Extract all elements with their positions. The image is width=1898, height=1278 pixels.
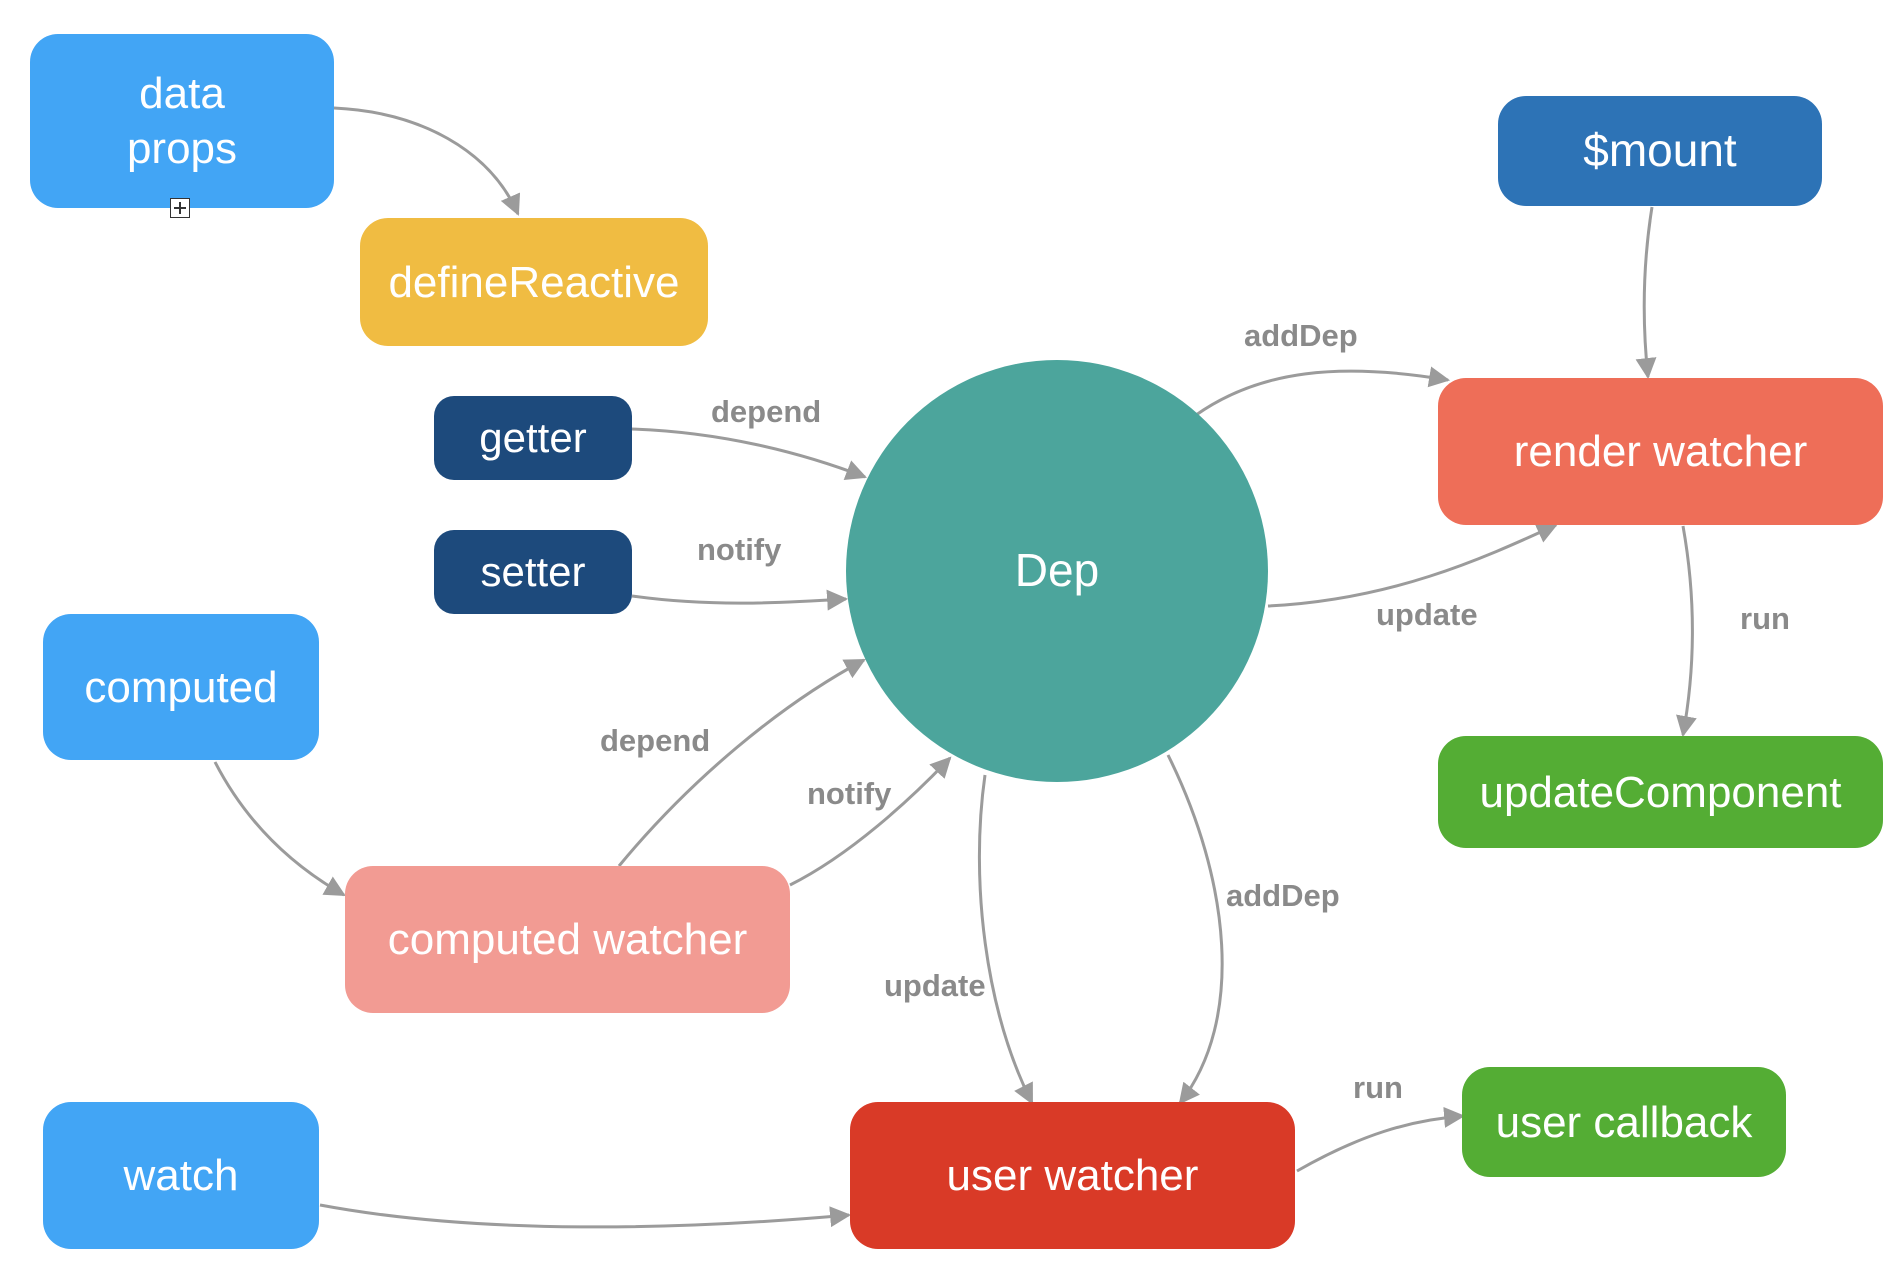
watch-node[interactable]: watch — [43, 1102, 319, 1249]
edge-label-render-run: run — [1740, 601, 1790, 636]
edge-label-setter-notify: notify — [697, 532, 782, 567]
computed-label: computed — [84, 662, 278, 712]
edge-render-to-updatecomponent — [1676, 525, 1697, 738]
edge-dep-to-render-adddep — [1195, 366, 1451, 417]
edge-label-computed-notify: notify — [807, 776, 892, 811]
data-props-line-props: props — [126, 124, 238, 173]
computed-watcher-node[interactable]: computed watcher — [345, 866, 790, 1013]
getter-node[interactable]: getter — [434, 396, 632, 480]
edge-getter-to-dep — [631, 427, 867, 481]
edge-label-dep-adddep-render: addDep — [1244, 318, 1358, 353]
edge-label-dep-update-user: update — [884, 968, 986, 1003]
update-component-node[interactable]: updateComponent — [1438, 736, 1883, 848]
edge-dep-to-userwatcher-adddep — [1166, 754, 1224, 1105]
watch-label: watch — [123, 1151, 239, 1200]
edge-computedwatcher-to-dep-notify — [789, 756, 952, 887]
user-watcher-node[interactable]: user watcher — [850, 1102, 1295, 1249]
edge-label-user-run: run — [1353, 1070, 1403, 1105]
update-component-label: updateComponent — [1479, 767, 1842, 817]
edge-userwatcher-to-usercallback — [1296, 1106, 1466, 1173]
edge-dep-to-render-update — [1267, 523, 1558, 608]
edge-watch-to-userwatcher — [319, 1203, 852, 1229]
setter-label: setter — [480, 547, 586, 595]
dep-label-wrap: Dep — [957, 541, 1157, 601]
mount-node[interactable]: $mount — [1498, 96, 1822, 206]
define-reactive-node[interactable]: defineReactive — [360, 218, 708, 346]
edge-dep-to-userwatcher-update — [977, 774, 1034, 1105]
user-callback-node[interactable]: user callback — [1462, 1067, 1786, 1177]
computed-watcher-label: computed watcher — [387, 915, 748, 964]
edge-label-dep-update-render: update — [1376, 597, 1478, 632]
data-props-node[interactable]: data props — [30, 34, 334, 208]
mount-label: $mount — [1583, 124, 1737, 177]
edge-computedwatcher-to-dep-depend — [617, 658, 866, 867]
dep-circle[interactable] — [846, 360, 1268, 782]
edge-label-getter-depend: depend — [711, 394, 822, 429]
define-reactive-label: defineReactive — [388, 257, 680, 307]
edge-setter-to-dep — [631, 589, 849, 611]
render-watcher-node[interactable]: render watcher — [1438, 378, 1883, 525]
expand-icon[interactable] — [170, 198, 190, 218]
edge-computed-to-computedwatcher — [213, 761, 346, 897]
dep-label: Dep — [1014, 544, 1100, 597]
edge-data-to-definereactive — [333, 106, 521, 216]
edge-label-dep-adddep-user: addDep — [1226, 878, 1340, 913]
edge-mount-to-render — [1635, 206, 1657, 380]
user-callback-label: user callback — [1495, 1097, 1753, 1147]
computed-node[interactable]: computed — [43, 614, 319, 760]
getter-label: getter — [479, 413, 587, 461]
edge-label-computed-depend: depend — [600, 723, 711, 758]
setter-node[interactable]: setter — [434, 530, 632, 614]
user-watcher-label: user watcher — [946, 1151, 1199, 1200]
data-props-line-data: data — [139, 69, 225, 118]
render-watcher-label: render watcher — [1513, 427, 1808, 476]
